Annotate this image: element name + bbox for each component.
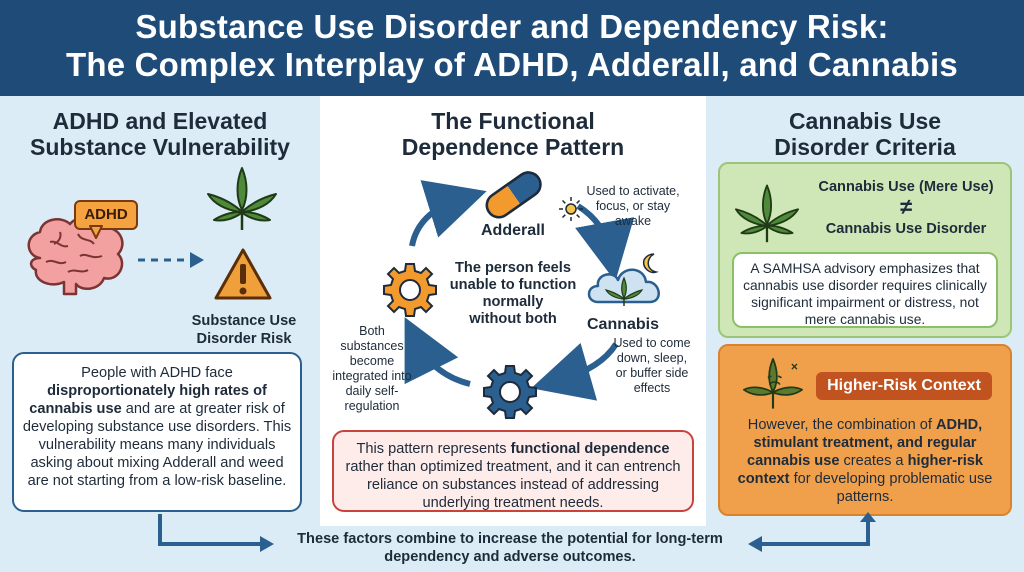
cycle-center-text: The person feels unable to function norm… xyxy=(442,260,584,328)
adhd-badge: ADHD xyxy=(74,200,138,230)
center-line3: normally xyxy=(482,294,544,310)
adhd-box-text-2: and are at greater risk of developing su… xyxy=(22,401,292,489)
higher-risk-badge: Higher-Risk Context xyxy=(816,372,992,400)
both-line4: integrated into xyxy=(332,369,412,383)
orange-bold-1: ADHD, stimulant treatment, and regular c… xyxy=(746,417,983,469)
adhd-vulnerability-box: People with ADHD face disproportionately… xyxy=(12,352,302,512)
both-line5: daily self- xyxy=(345,384,399,398)
left-title-line2: Substance Vulnerability xyxy=(30,134,290,160)
center-line1: The person feels xyxy=(455,260,571,276)
cannabis-note-line3: or buffer side xyxy=(615,366,689,380)
orange-text-1: However, the combination of xyxy=(747,417,936,433)
cannabis-note-line4: effects xyxy=(633,381,671,395)
cannabis-cloud-icon xyxy=(587,253,660,306)
functional-dependence-box: This pattern represents functional depen… xyxy=(332,430,694,512)
both-line1: Both xyxy=(359,324,385,338)
footer-summary: These factors combine to increase the po… xyxy=(270,530,750,566)
left-column-title: ADHD and Elevated Substance Vulnerabilit… xyxy=(0,96,320,160)
both-line2: substances xyxy=(340,339,404,353)
arrow-gear-to-both xyxy=(404,317,471,387)
middle-title-line1: The Functional xyxy=(431,108,595,134)
cannabis-note-line1: Used to come xyxy=(613,336,691,350)
page-title-line2: The Complex Interplay of ADHD, Adderall,… xyxy=(66,46,958,83)
not-equal-symbol: ≠ xyxy=(899,194,913,219)
adderall-note-line1: Used to activate, xyxy=(586,184,680,198)
dashed-arrow-icon xyxy=(138,252,204,268)
orange-bold-2: higher-risk context xyxy=(737,453,984,487)
footer-line2: dependency and adverse outcomes. xyxy=(384,549,636,565)
adhd-badge-label: ADHD xyxy=(84,206,128,223)
wilted-cannabis-icon xyxy=(743,358,803,409)
both-line6: regulation xyxy=(344,399,400,413)
center-line2: unable to function xyxy=(449,277,577,293)
brain-icon xyxy=(27,216,124,296)
orange-text-2: creates a xyxy=(839,453,908,469)
mid-box-text-1: This pattern represents xyxy=(356,441,511,457)
both-line3: become xyxy=(349,354,395,368)
higher-risk-text: However, the combination of ADHD, stimul… xyxy=(726,416,1004,506)
right-column: Cannabis Use Disorder Criteria Cannabis … xyxy=(706,96,1024,526)
adderall-note-line2: focus, or stay xyxy=(595,199,671,213)
footer-arrow-left xyxy=(158,514,274,552)
middle-title-line2: Dependence Pattern xyxy=(401,134,625,160)
samhsa-box: A SAMHSA advisory emphasizes that cannab… xyxy=(732,252,998,328)
orange-text-3: for developing problematic use patterns. xyxy=(789,471,993,505)
sud-risk-label: Substance Use Disorder Risk xyxy=(176,312,312,348)
middle-column-title: The Functional Dependence Pattern xyxy=(320,96,706,160)
middle-column: The Functional Dependence Pattern xyxy=(320,96,706,526)
left-title-line1: ADHD and Elevated xyxy=(52,108,268,134)
cannabis-label: Cannabis xyxy=(586,316,659,333)
mere-use-label: Cannabis Use (Mere Use) xyxy=(818,179,994,195)
page-title-line1: Substance Use Disorder and Dependency Ri… xyxy=(135,8,889,45)
sun-icon xyxy=(559,197,583,221)
mid-box-text-2: rather than optimized treatment, and it … xyxy=(345,459,681,511)
adderall-pill-icon xyxy=(485,171,542,219)
higher-risk-panel: Higher-Risk Context However, the combina… xyxy=(718,344,1012,516)
gear-orange-icon xyxy=(383,263,437,317)
adderall-note: Used to activate, focus, or stay awake xyxy=(574,184,692,229)
adhd-box-bold-1: disproportionately high rates of cannabi… xyxy=(29,383,267,417)
right-title-line1: Cannabis Use xyxy=(788,108,942,134)
adderall-label: Adderall xyxy=(480,222,545,239)
cannabis-note-line2: down, sleep, xyxy=(616,351,688,365)
sud-risk-line2: Disorder Risk xyxy=(196,331,292,347)
footer-band xyxy=(0,526,1024,572)
left-column: ADHD and Elevated Substance Vulnerabilit… xyxy=(0,96,320,526)
cannabis-note: Used to come down, sleep, or buffer side… xyxy=(602,336,702,396)
sud-risk-line1: Substance Use xyxy=(191,313,297,329)
footer-arrow-right xyxy=(748,512,876,552)
gear-blue-icon xyxy=(483,365,537,419)
cannabis-leaf-icon xyxy=(207,167,277,230)
criteria-panel: Cannabis Use (Mere Use) ≠ Cannabis Use D… xyxy=(718,162,1012,338)
right-title-line2: Disorder Criteria xyxy=(774,134,956,160)
adhd-badge-pointer xyxy=(89,225,103,239)
both-substances-note: Both substances become integrated into d… xyxy=(324,324,420,414)
disorder-label: Cannabis Use Disorder xyxy=(825,221,987,237)
arrow-gear-to-adderall xyxy=(409,180,487,247)
center-line4: without both xyxy=(469,311,557,327)
mid-box-bold-1: functional dependence xyxy=(510,441,670,457)
header-banner: Substance Use Disorder and Dependency Ri… xyxy=(0,0,1024,96)
footer-line1: These factors combine to increase the po… xyxy=(297,531,723,547)
warning-icon xyxy=(214,248,272,300)
arrow-cannabis-to-gear xyxy=(531,342,619,401)
right-column-title: Cannabis Use Disorder Criteria xyxy=(706,96,1024,160)
adderall-note-line3: awake xyxy=(614,214,652,228)
adhd-box-text-1: People with ADHD face xyxy=(81,365,233,381)
cannabis-leaf-icon xyxy=(735,184,799,243)
